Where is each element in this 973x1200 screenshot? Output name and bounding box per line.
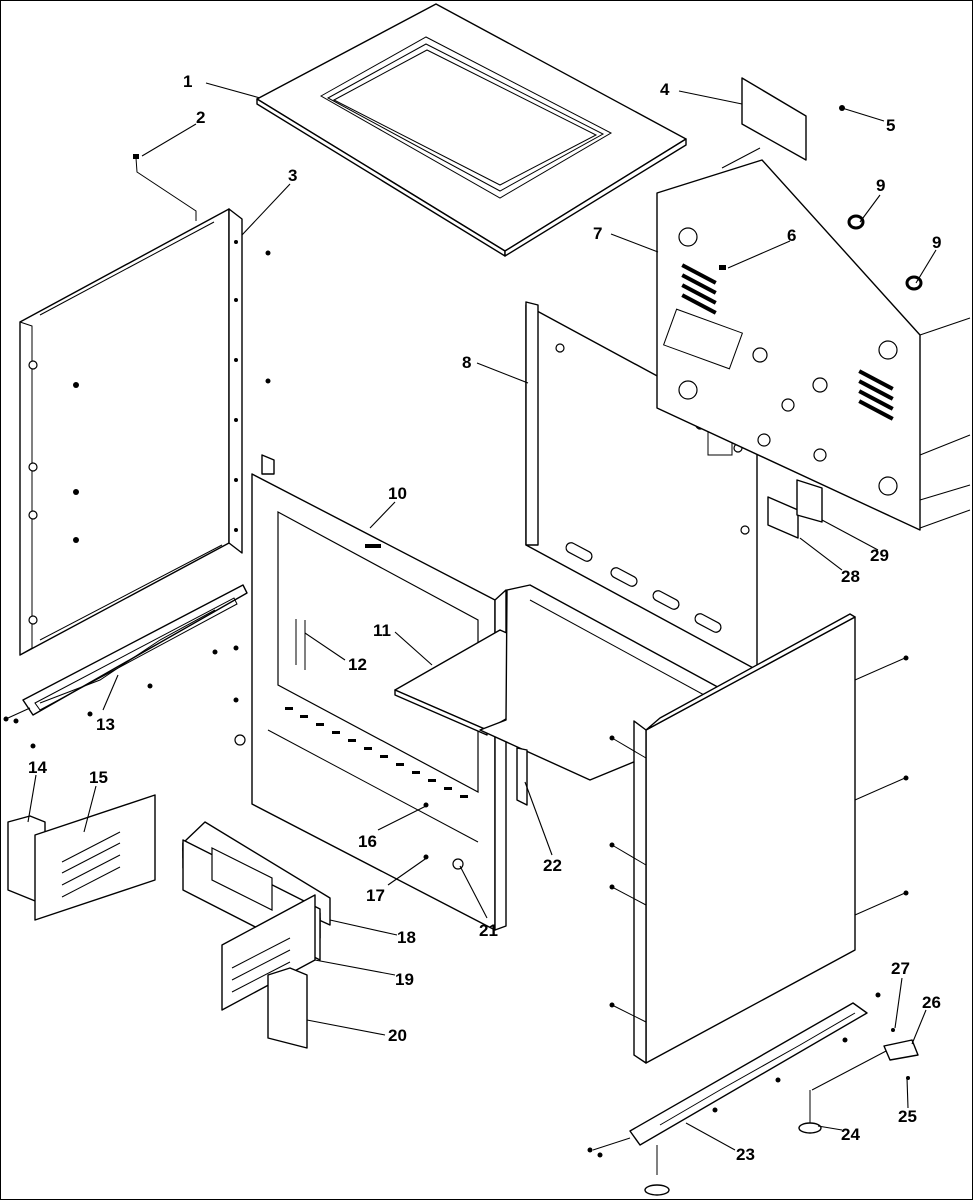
callout-14: 14 [28,758,47,777]
callout-4: 4 [660,80,670,99]
part-left-trim [7,794,156,921]
part-brackets [767,479,823,539]
callout-28: 28 [841,567,860,586]
callout-10: 10 [388,484,407,503]
callout-3: 3 [288,166,297,185]
callout-15: 15 [89,768,108,787]
part-left-base-rail [3,584,248,749]
callout-9b: 9 [932,233,941,252]
callout-21: 21 [479,921,498,940]
callout-labels: 1 2 3 4 5 6 7 8 9 9 10 11 12 13 14 15 16… [28,72,941,1164]
callout-8: 8 [462,353,471,372]
callout-12: 12 [348,655,367,674]
part-backguard [656,159,971,531]
callout-19: 19 [395,970,414,989]
callout-16: 16 [358,832,377,851]
part-top-panel [256,3,687,257]
leader-lines [27,82,937,1151]
callout-17: 17 [366,886,385,905]
callout-6: 6 [787,226,796,245]
part-right-base-rail [587,992,881,1196]
part-screw-2 [133,154,197,221]
part-grommets [719,214,923,291]
callout-20: 20 [388,1026,407,1045]
part-cover-plate [721,77,845,169]
callout-27: 27 [891,959,910,978]
callout-25: 25 [898,1107,917,1126]
part-front-frame [233,454,507,931]
part-lower-trim [221,894,316,1049]
part-left-side-panel [19,208,271,656]
callout-26: 26 [922,993,941,1012]
callout-24: 24 [841,1125,860,1144]
callout-2: 2 [196,108,205,127]
callout-23: 23 [736,1145,755,1164]
callout-9a: 9 [876,176,885,195]
part-small-hardware [423,747,528,870]
callout-1: 1 [183,72,192,91]
callout-5: 5 [886,116,895,135]
callout-22: 22 [543,856,562,875]
callout-18: 18 [397,928,416,947]
callout-11: 11 [373,621,391,640]
part-back-panel [525,301,758,671]
callout-29: 29 [870,546,889,565]
callout-7: 7 [593,224,602,243]
part-right-side-panel [609,613,909,1064]
callout-13: 13 [96,715,115,734]
